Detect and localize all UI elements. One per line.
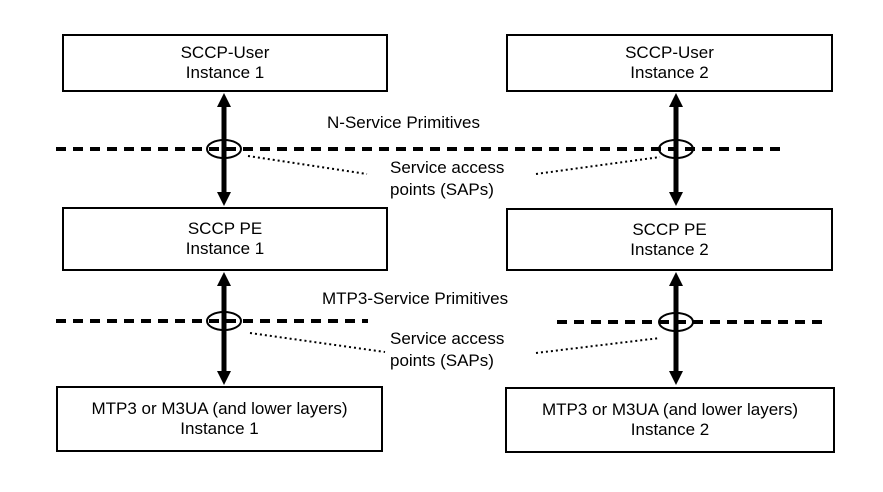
double-headed-arrow-right-top-icon <box>669 93 683 206</box>
box-mtp3-m3ua-instance-1: MTP3 or M3UA (and lower layers) Instance… <box>56 386 383 452</box>
box-title: SCCP PE <box>187 219 263 238</box>
sap-ellipse-bottom-left-icon <box>206 311 242 331</box>
box-subtitle: Instance 2 <box>630 63 709 82</box>
double-headed-arrow-left-bottom-icon <box>217 272 231 385</box>
sap-ellipse-bottom-right-icon <box>658 312 694 332</box>
box-title: MTP3 or M3UA (and lower layers) <box>541 400 799 419</box>
box-sccp-pe-instance-1: SCCP PE Instance 1 <box>62 207 388 271</box>
double-headed-arrow-left-top-icon <box>217 93 231 206</box>
box-subtitle: Instance 1 <box>185 63 265 82</box>
sap-ellipse-top-left-icon <box>206 139 242 159</box>
box-title: SCCP-User <box>625 43 714 62</box>
box-subtitle: Instance 1 <box>180 419 259 438</box>
box-sccp-user-instance-2: SCCP-User Instance 2 <box>506 34 833 92</box>
label-service-access-points-bottom: Service access points (SAPs) <box>390 329 505 370</box>
double-headed-arrow-right-bottom-icon <box>669 272 683 385</box>
box-title: SCCP PE <box>632 219 707 239</box>
sap-ellipse-top-right-icon <box>658 139 694 159</box>
label-n-service-primitives: N-Service Primitives <box>327 113 481 132</box>
box-title: MTP3 or M3UA (and lower layers) <box>91 399 348 418</box>
box-subtitle: Instance 1 <box>185 239 265 258</box>
box-sccp-user-instance-1: SCCP-User Instance 1 <box>62 34 388 92</box>
sap-bottom-leader-right-icon <box>535 337 661 354</box>
label-mtp3-service-primitives: MTP3-Service Primitives <box>322 289 509 308</box>
box-sccp-pe-instance-2: SCCP PE Instance 2 <box>506 208 833 271</box>
label-service-access-points-top: Service access points (SAPs) <box>390 158 505 199</box>
sap-top-leader-left-icon <box>247 155 368 175</box>
sap-bottom-leader-left-icon <box>249 332 386 353</box>
box-mtp3-m3ua-instance-2: MTP3 or M3UA (and lower layers) Instance… <box>505 387 835 453</box>
box-title: SCCP-User <box>180 43 270 62</box>
box-subtitle: Instance 2 <box>630 239 709 259</box>
box-subtitle: Instance 2 <box>630 420 710 439</box>
sap-top-leader-right-icon <box>535 156 661 175</box>
